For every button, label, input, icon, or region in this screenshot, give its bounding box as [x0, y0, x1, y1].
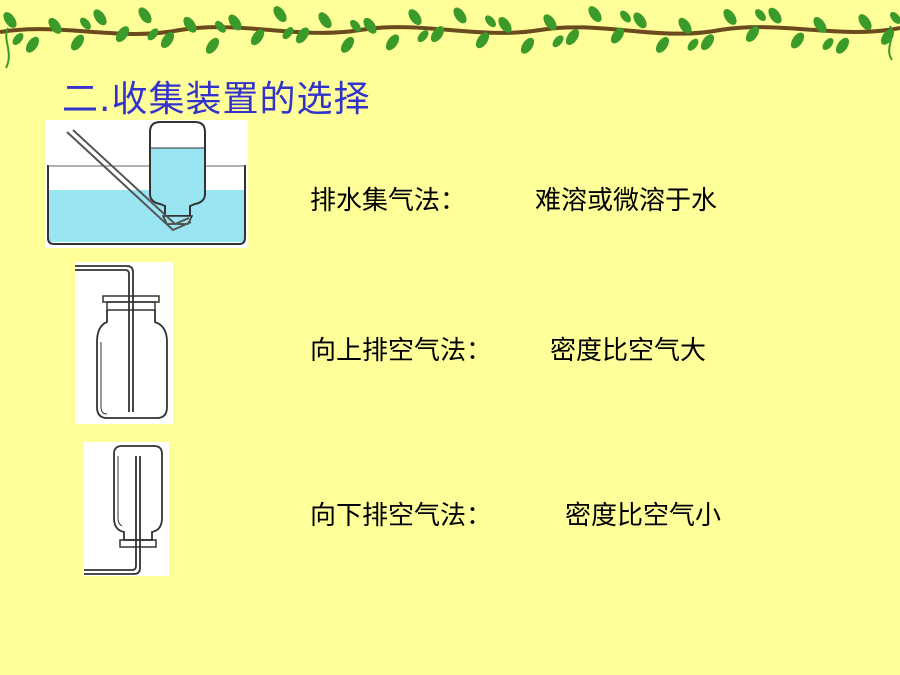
vine-leaf: [588, 6, 602, 22]
vine-leaf: [93, 9, 107, 26]
vine-leaf: [147, 28, 159, 41]
vine-leaf: [755, 9, 766, 22]
vine-leaf: [520, 37, 535, 54]
vine-leaf: [363, 17, 377, 34]
method-label-upward: 向上排空气法：: [310, 336, 493, 366]
vine-leaf: [408, 9, 422, 26]
vine-leaf: [48, 17, 62, 34]
vine-leaf: [215, 20, 226, 33]
vine-leaf: [25, 36, 40, 53]
vine-leaf: [835, 37, 850, 54]
vine-leaf: [138, 7, 152, 24]
vine-leaf: [678, 17, 692, 34]
condition-label-upward: 密度比空气大: [550, 336, 707, 366]
vine-leaf: [633, 12, 647, 29]
vine-leaf: [12, 33, 24, 45]
vine-leaf: [822, 38, 834, 50]
vine-leaf: [543, 14, 557, 31]
vine-leaf: [552, 35, 564, 48]
slide-title: 二.收集装置的选择: [62, 79, 371, 120]
vine-leaf: [205, 37, 220, 54]
vine-leaf: [282, 27, 294, 40]
vine-leaf: [745, 26, 760, 42]
vine-leaf: [295, 27, 310, 44]
vine-leaf: [858, 14, 872, 31]
vine-leaf: [700, 34, 715, 51]
vine-tendril: [888, 25, 893, 61]
vine-leaf: [498, 16, 512, 33]
vine-leaf: [655, 37, 670, 53]
vine-leaf: [610, 27, 625, 44]
vine-leaf: [687, 38, 699, 51]
vine-leaf: [430, 26, 445, 43]
vine-leaf: [340, 36, 355, 53]
vine-leaf: [228, 14, 242, 31]
vine-leaf: [723, 9, 737, 25]
vine-leaf: [620, 10, 631, 23]
vine-leaf: [453, 7, 467, 24]
vine-border-decoration: [0, 6, 900, 69]
vine-leaf: [80, 17, 91, 30]
vine-leaf: [475, 32, 490, 49]
vine-leaf: [385, 34, 400, 51]
vine-tendril: [5, 27, 10, 69]
vine-leaf: [768, 7, 782, 24]
vine-leaf: [790, 32, 805, 49]
vine-leaf: [183, 16, 197, 33]
condition-label-water: 难溶或微溶于水: [535, 186, 718, 216]
vine-leaf: [273, 6, 287, 23]
vine-leaf: [160, 32, 175, 49]
upward-air-displacement-apparatus: [75, 262, 173, 424]
method-label-downward: 向下排空气法：: [310, 501, 493, 531]
vine-leaf: [70, 34, 85, 51]
downward-air-displacement-apparatus: [84, 442, 169, 576]
vine-leaf: [318, 12, 332, 29]
vine-leaf: [115, 26, 130, 43]
vine-leaf: [485, 15, 496, 28]
vine-leaf: [250, 29, 265, 46]
vine-leaf: [417, 30, 429, 43]
vine-leaf: [565, 29, 580, 45]
method-label-water: 排水集气法：: [310, 186, 467, 216]
vine-leaf: [350, 19, 361, 32]
vine-leaf: [890, 11, 900, 24]
water-displacement-apparatus: [45, 120, 248, 248]
vine-leaf: [813, 17, 827, 33]
condition-label-downward: 密度比空气小: [565, 501, 722, 531]
vine-leaf: [3, 12, 17, 28]
